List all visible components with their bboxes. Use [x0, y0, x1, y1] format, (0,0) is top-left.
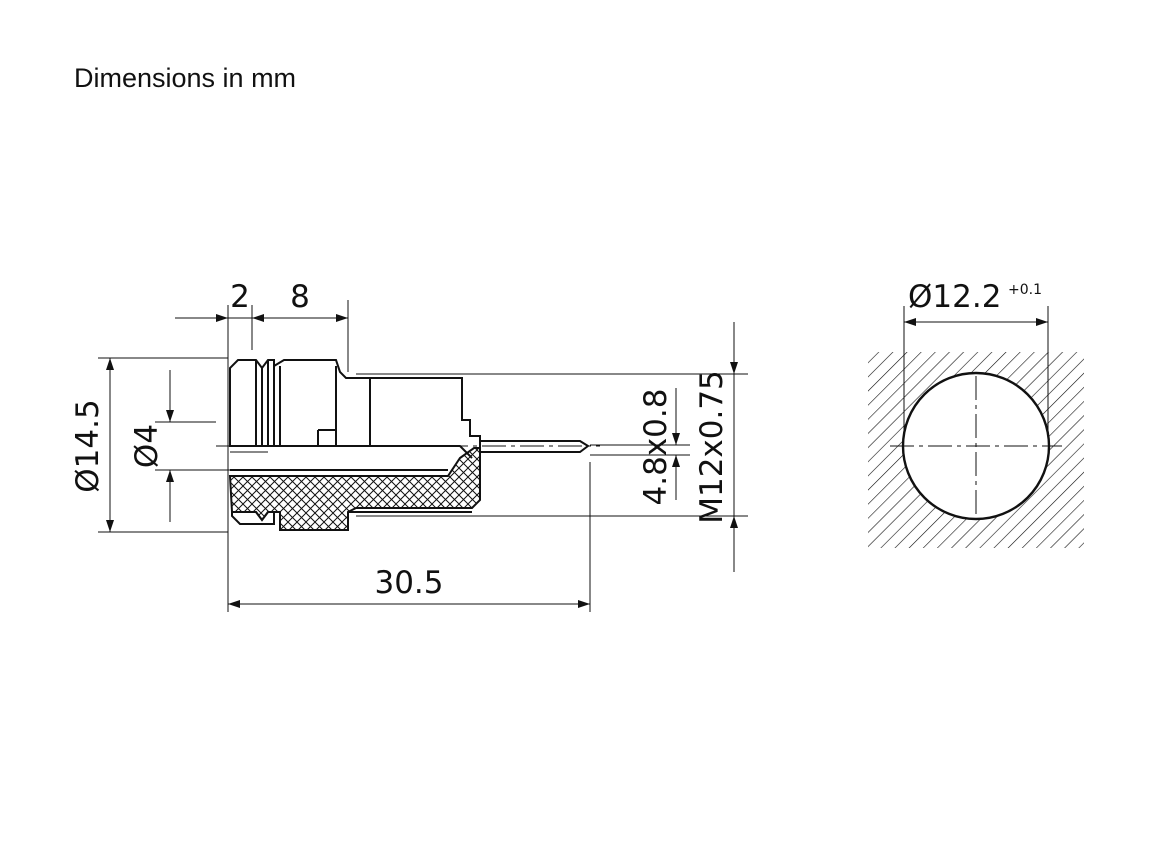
insulator-section — [228, 447, 481, 531]
dim-pin-size: 4.8x0.8 — [638, 389, 674, 506]
page-title: Dimensions in mm — [74, 63, 297, 93]
dim-shoulder-width: 2 — [230, 279, 250, 315]
body-outline — [273, 359, 481, 452]
dim-thread-spec: M12x0.75 — [694, 370, 730, 524]
panel-cutout-view — [868, 352, 1084, 548]
dim-panel-hole-diameter: Ø12.2 — [908, 279, 1001, 315]
dim-panel-hole-tolerance: +0.1 — [1008, 282, 1042, 298]
contact-pin — [480, 440, 590, 453]
dim-collar-length: 8 — [290, 279, 310, 315]
dimension-lines — [106, 306, 1049, 608]
dim-overall-length: 30.5 — [374, 565, 443, 601]
dim-bore-diameter: Ø4 — [129, 424, 165, 468]
dim-outer-diameter: Ø14.5 — [70, 399, 106, 492]
